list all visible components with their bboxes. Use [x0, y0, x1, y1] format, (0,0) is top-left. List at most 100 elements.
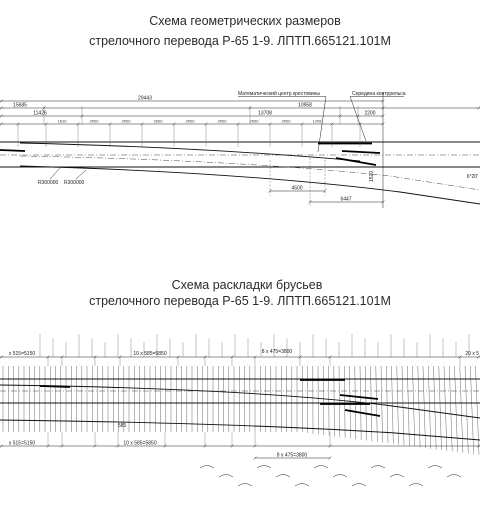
dimension-tick	[476, 355, 480, 359]
tie	[349, 365, 351, 439]
spacing-label: 2500	[90, 119, 100, 124]
extension-lines	[17, 106, 361, 147]
tie-length-mark	[256, 465, 272, 469]
guard-rail-middle-leader	[349, 96, 404, 142]
dimension-tick	[458, 355, 462, 359]
ties-bottom-dim-label: x 515=5150	[9, 441, 35, 447]
tie	[338, 365, 341, 438]
diverging-track-axis	[19, 155, 480, 191]
switch-point	[0, 149, 26, 152]
diverging-rail-outer	[19, 165, 480, 205]
dimension-tick	[60, 355, 64, 359]
ties-top-dim-label: 8 x 475=3800	[262, 349, 293, 355]
crossing-center-leader	[238, 96, 327, 153]
tie-scheme-crossing-frog	[339, 394, 381, 417]
ties-group	[2, 365, 480, 455]
tie-length-mark	[446, 474, 462, 478]
dimension-extension-dashed	[269, 158, 326, 206]
dimension-tick	[358, 122, 362, 126]
ties-top-dim-label: x 515=5150	[9, 351, 35, 357]
dim-b-label: 13708	[258, 111, 272, 117]
dimension-tick	[328, 444, 332, 448]
geometry-scheme: Математический центр крестовины Середина…	[0, 90, 480, 208]
dim-total-label: 29443	[138, 96, 152, 102]
tie	[449, 365, 453, 452]
dimension-tick	[381, 114, 385, 118]
crossing-frog	[335, 150, 381, 166]
tie-scheme-switch-point	[39, 385, 71, 388]
spacing-label: 2500	[282, 119, 292, 124]
dim-d-label: 4500	[291, 186, 302, 192]
dimension-tick	[60, 444, 64, 448]
dimension-tick	[0, 106, 4, 110]
dimension-tick	[163, 444, 167, 448]
dimension-tick	[93, 444, 97, 448]
dimension-tick	[253, 456, 257, 460]
tie-scheme-guard-rails	[300, 379, 370, 405]
dimension-tick	[108, 122, 112, 126]
dimension-tick	[268, 189, 272, 193]
dimension-tick	[330, 122, 334, 126]
gauge-label: 1520	[369, 171, 375, 182]
dim-rear-label: 10958	[298, 103, 312, 109]
dimension-tick	[0, 99, 4, 103]
spacing-label: 2500	[218, 119, 228, 124]
ties-top-dim-label: 20 x 5	[465, 351, 479, 357]
dimension-tick	[253, 355, 257, 359]
dimension-tick	[0, 355, 4, 359]
crossing-angle-label: 6°20'	[467, 174, 478, 180]
dimension-tick	[300, 122, 304, 126]
dimension-tick	[476, 444, 480, 448]
dimension-tick	[0, 114, 4, 118]
radius-label: R300000	[38, 180, 59, 186]
tie	[433, 365, 437, 450]
dimension-tick	[93, 355, 97, 359]
dimension-tick	[0, 444, 4, 448]
dimension-tick	[42, 106, 46, 110]
tie-spacing-label: 585	[118, 423, 127, 429]
tie	[344, 365, 346, 438]
dim-e-label: 6447	[340, 197, 351, 203]
tie-length-mark	[294, 483, 310, 487]
dimension-tick	[203, 355, 207, 359]
dimension-tick	[204, 122, 208, 126]
ties-title-line1: Схема раскладки брусьев	[172, 278, 323, 292]
dimension-tick	[381, 106, 385, 110]
tie	[328, 365, 330, 436]
spacing-label: 2500	[122, 119, 132, 124]
tie-length-mark	[199, 465, 215, 469]
tie-length-mark	[237, 483, 253, 487]
dimension-tick	[0, 122, 4, 126]
tie-length-mark	[275, 474, 291, 478]
dimension-tick	[328, 456, 332, 460]
dimension-tick	[338, 114, 342, 118]
dimension-tick	[118, 355, 122, 359]
dimension-tick	[248, 106, 252, 110]
radius-leader	[49, 167, 87, 180]
ties-top-dim-label: 10 x 585=5850	[133, 351, 166, 357]
spacing-label: 2500	[250, 119, 260, 124]
ties-title-line2: стрелочного перевода Р-65 1-9. ЛПТП.6651…	[89, 294, 391, 308]
spacing-label: 2500	[186, 119, 196, 124]
dimension-tick	[76, 122, 80, 126]
dimension-tick	[268, 122, 272, 126]
dimension-tick	[16, 122, 20, 126]
dimension-tick	[230, 444, 234, 448]
dimension-tick	[323, 189, 327, 193]
spacing-label: 1610	[58, 119, 68, 124]
geometry-title-line1: Схема геометрических размеров	[149, 14, 341, 28]
tie	[422, 365, 426, 449]
tie	[438, 365, 442, 451]
radius-label: R300000	[64, 180, 85, 186]
tie	[443, 365, 448, 451]
tie-length-mark	[427, 465, 443, 469]
dimension-tick	[80, 114, 84, 118]
dim-front-label: 15685	[13, 103, 27, 109]
dimension-tick	[476, 106, 480, 110]
ties-bottom-dim-label: 10 x 585=5850	[123, 441, 156, 447]
geometry-title-line2: стрелочного перевода Р-65 1-9. ЛПТП.6651…	[89, 34, 391, 48]
tie-scheme-diverging-rail-outer	[0, 419, 480, 441]
tie-length-mark	[351, 483, 367, 487]
